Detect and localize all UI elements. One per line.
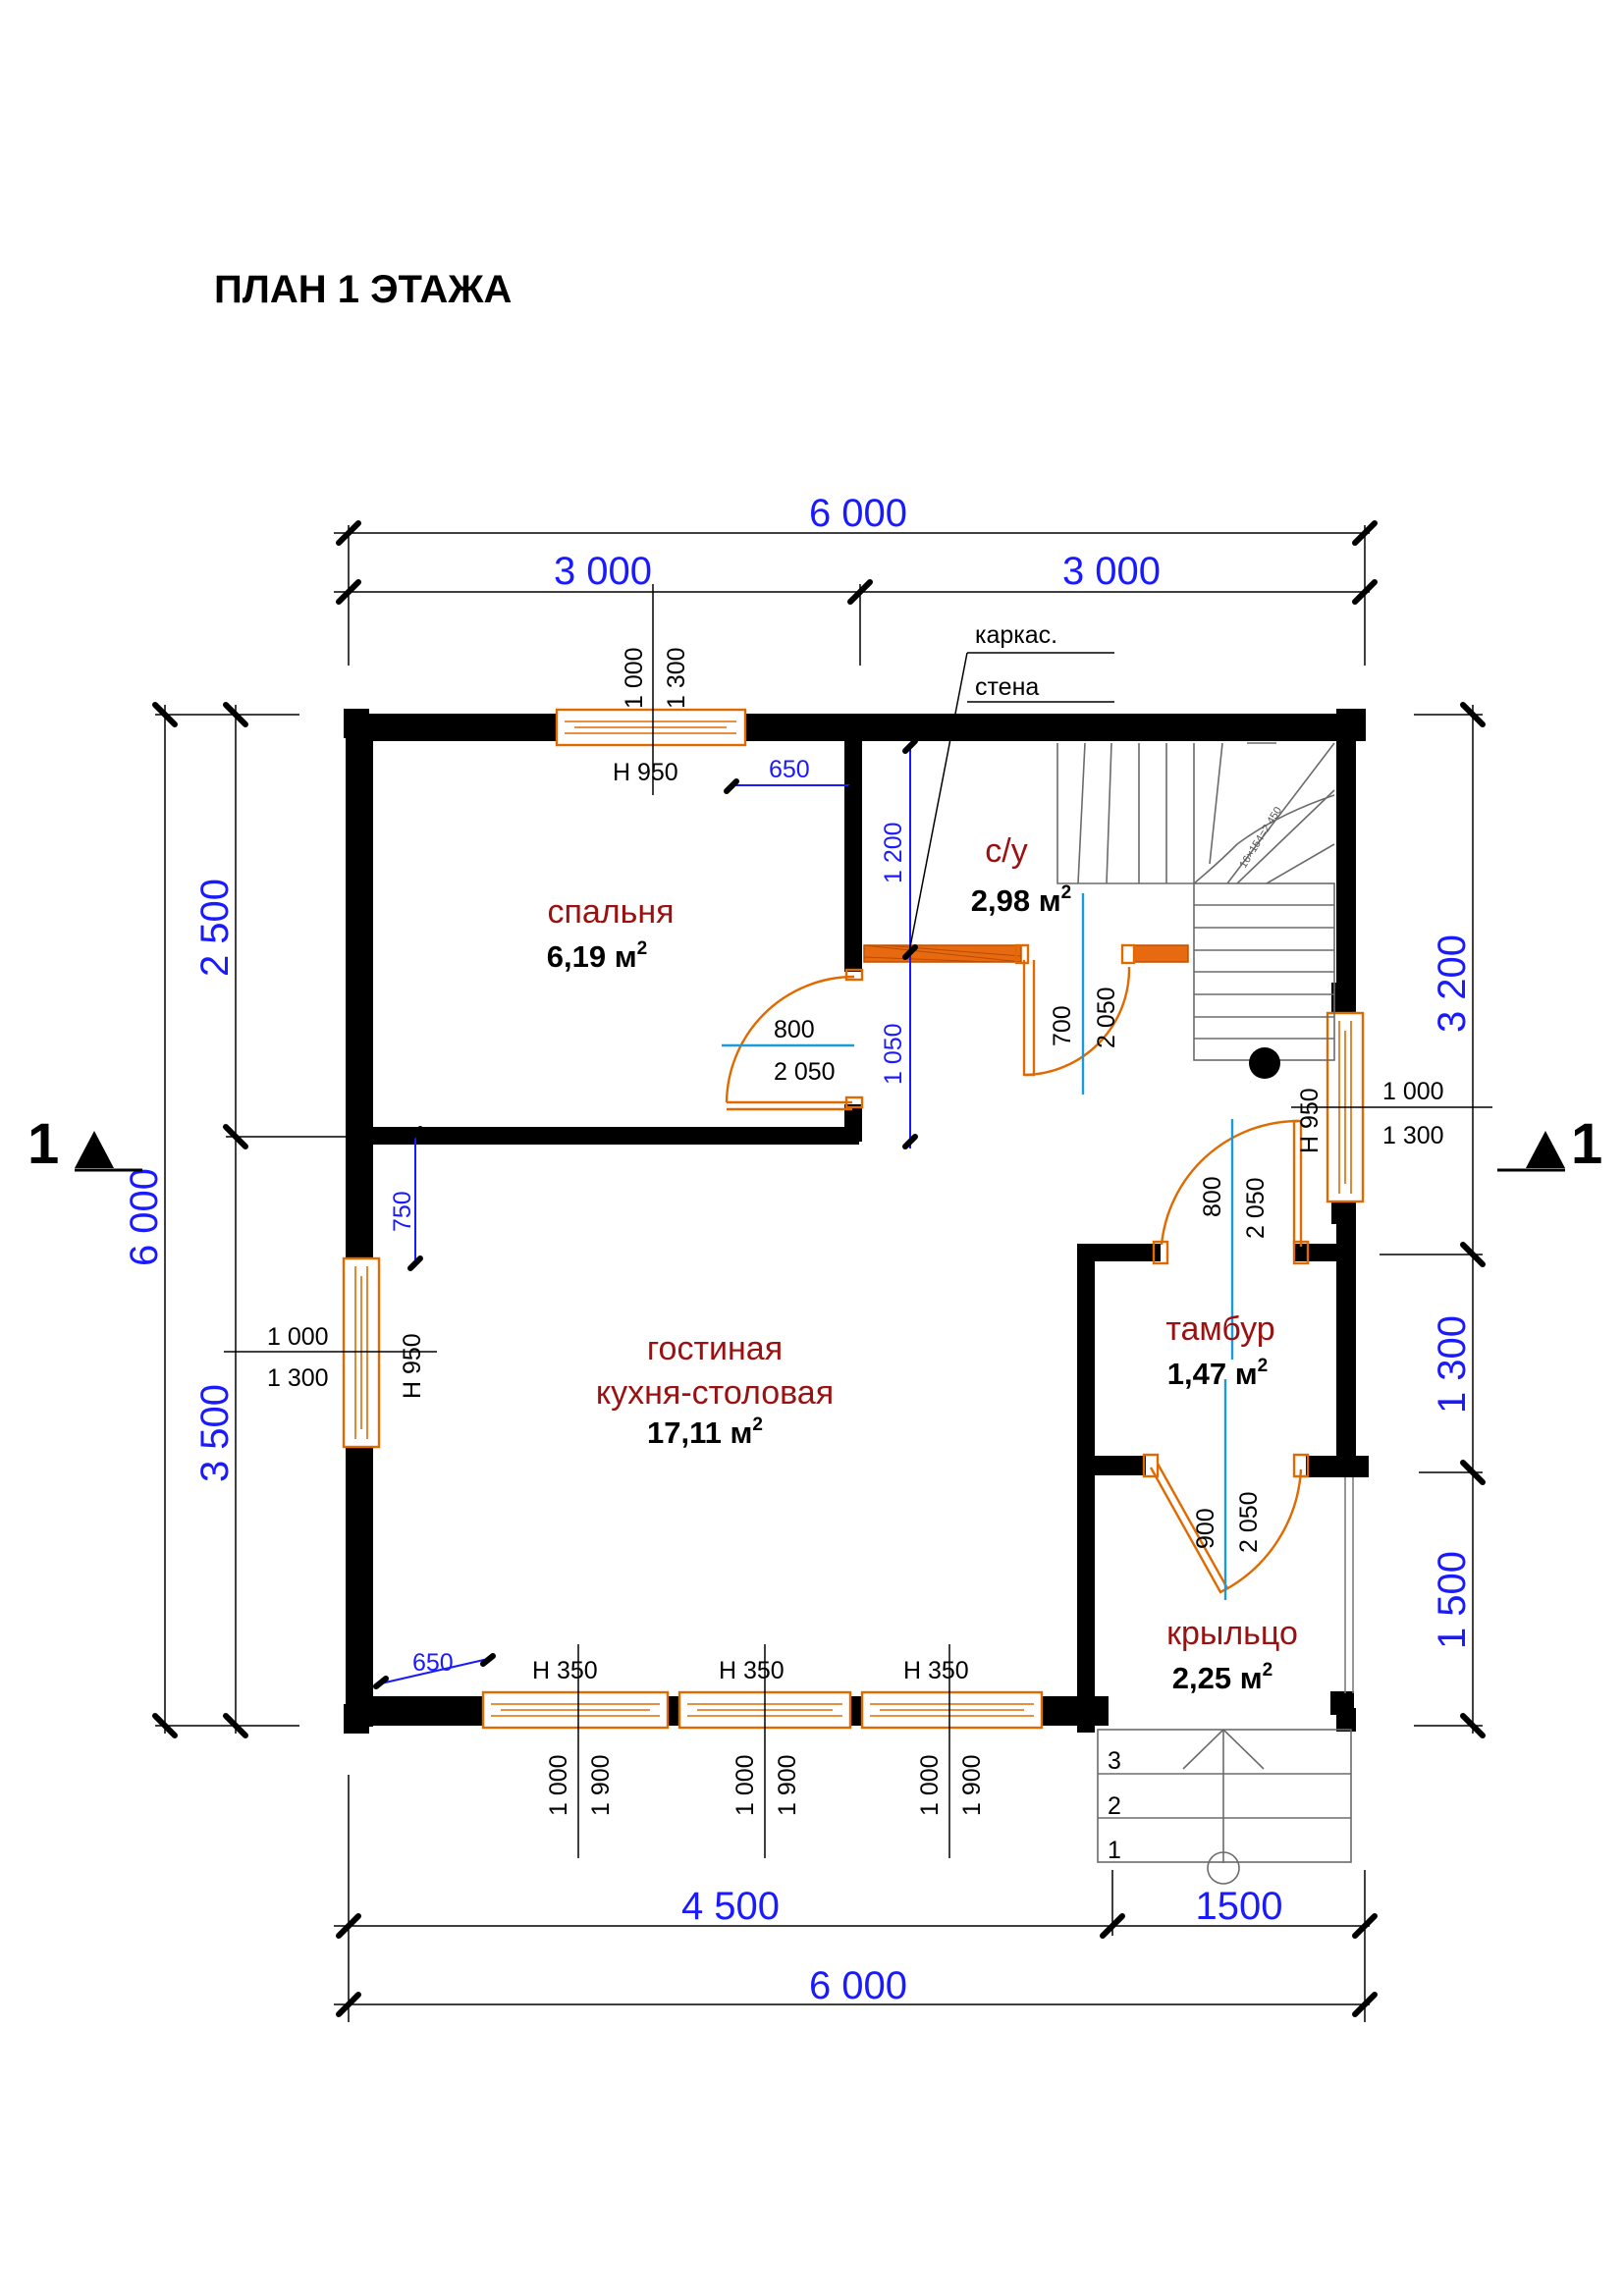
window-left-marks: 1 000 1 300 H 950	[224, 1323, 437, 1399]
porch-posts	[1330, 1477, 1354, 1715]
dim-left-lower: 3 500	[193, 1384, 237, 1482]
svg-text:стена: стена	[975, 673, 1039, 701]
svg-text:2 050: 2 050	[1242, 1177, 1270, 1239]
svg-text:1 050: 1 050	[880, 1023, 907, 1085]
svg-text:H 950: H 950	[1296, 1088, 1324, 1153]
svg-text:6,19 м2: 6,19 м2	[547, 938, 647, 974]
svg-text:750: 750	[389, 1191, 416, 1232]
offset-dimensions: 650 650 750 1 200 1 050	[373, 738, 918, 1689]
bottom-dimensions: 4 500 1500 6 000	[334, 1775, 1378, 2022]
svg-text:1 300: 1 300	[663, 647, 690, 709]
svg-text:2 050: 2 050	[1235, 1491, 1263, 1553]
step-number-2: 2	[1108, 1792, 1121, 1820]
dim-top-left: 3 000	[554, 550, 652, 593]
svg-text:H 350: H 350	[719, 1657, 785, 1684]
svg-text:1 900: 1 900	[774, 1754, 801, 1816]
room-label-living: гостиная кухня-столовая 17,11 м2	[596, 1330, 834, 1450]
dim-bottom-right: 1500	[1196, 1885, 1283, 1928]
svg-text:2,98 м2: 2,98 м2	[971, 882, 1071, 918]
svg-text:1 000: 1 000	[267, 1323, 329, 1351]
porch-steps: 3 2 1	[1097, 1729, 1352, 1885]
svg-text:1 900: 1 900	[958, 1754, 986, 1816]
window-top-marks: 1 000 1 300 H 950	[613, 584, 690, 795]
window-bottom-marks: H 350 H 350 H 350 1 000 1 900 1 000 1 90…	[532, 1644, 986, 1858]
svg-text:H 350: H 350	[532, 1657, 598, 1684]
window-top	[555, 708, 747, 747]
newel-post-icon	[1249, 1047, 1280, 1079]
svg-text:1 200: 1 200	[880, 822, 907, 883]
exterior-walls	[344, 709, 1369, 1734]
room-label-bedroom: спальня 6,19 м2	[547, 893, 675, 974]
dim-top-total: 6 000	[809, 492, 907, 535]
window-bottom-1	[481, 1690, 670, 1730]
svg-text:2 050: 2 050	[774, 1058, 836, 1086]
room-label-wc: с/у 2,98 м2	[971, 832, 1071, 918]
window-bottom-3	[860, 1690, 1044, 1730]
door-vestibule	[1152, 1119, 1310, 1265]
window-left	[342, 1256, 381, 1449]
plan-title: ПЛАН 1 ЭТАЖА	[214, 268, 512, 311]
svg-text:900: 900	[1192, 1508, 1219, 1549]
svg-text:кухня-столовая: кухня-столовая	[596, 1374, 834, 1412]
svg-text:1 000: 1 000	[1382, 1078, 1444, 1105]
dim-left-upper: 2 500	[193, 879, 237, 977]
svg-text:1 300: 1 300	[1382, 1122, 1444, 1149]
top-dimensions: 6 000 3 000 3 000	[334, 492, 1378, 666]
dim-left-total: 6 000	[123, 1168, 166, 1266]
svg-text:1: 1	[27, 1112, 59, 1176]
svg-text:2,25 м2: 2,25 м2	[1172, 1660, 1272, 1695]
svg-text:800: 800	[774, 1016, 815, 1043]
door-dimensions: 800 2 050 700 2 050 800 2 050 900 2 050	[722, 893, 1270, 1600]
step-number-3: 3	[1108, 1747, 1121, 1775]
door-wc	[1014, 943, 1136, 1077]
svg-text:2 050: 2 050	[1093, 987, 1120, 1048]
dim-top-right: 3 000	[1062, 550, 1161, 593]
dim-right-upper: 3 200	[1431, 934, 1474, 1033]
right-dimensions: 3 200 1 300 1 500	[1380, 702, 1486, 1738]
svg-text:650: 650	[412, 1649, 454, 1677]
svg-text:тамбур: тамбур	[1165, 1310, 1274, 1348]
dim-right-lower: 1 500	[1431, 1551, 1474, 1649]
svg-text:гостиная: гостиная	[647, 1330, 783, 1367]
svg-text:H 950: H 950	[399, 1333, 426, 1399]
svg-text:1 000: 1 000	[916, 1754, 944, 1816]
window-right-marks: 1 000 1 300 H 950	[1291, 1078, 1492, 1153]
room-label-vestibule: тамбур 1,47 м2	[1165, 1310, 1274, 1391]
svg-text:700: 700	[1049, 1005, 1076, 1046]
svg-text:1 300: 1 300	[267, 1364, 329, 1392]
section-marker-left: 1	[27, 1112, 142, 1176]
dim-bottom-total: 6 000	[809, 1964, 907, 2007]
dim-right-middle: 1 300	[1431, 1315, 1474, 1414]
svg-text:800: 800	[1199, 1176, 1226, 1217]
svg-text:спальня: спальня	[547, 893, 674, 931]
svg-text:17,11 м2: 17,11 м2	[647, 1415, 763, 1450]
interior-walls	[373, 741, 1356, 1733]
frame-wall-callout: каркас. стена	[907, 621, 1114, 958]
svg-text:1: 1	[1571, 1112, 1602, 1176]
svg-text:650: 650	[769, 756, 810, 783]
svg-text:1 000: 1 000	[621, 647, 648, 709]
door-bedroom	[725, 968, 864, 1111]
svg-text:каркас.: каркас.	[975, 621, 1057, 649]
svg-text:H 350: H 350	[903, 1657, 969, 1684]
svg-text:H 950: H 950	[613, 759, 678, 786]
section-marker-right: 1	[1497, 1112, 1602, 1176]
svg-text:1 000: 1 000	[731, 1754, 759, 1816]
svg-text:крыльцо: крыльцо	[1166, 1615, 1298, 1652]
svg-text:1 000: 1 000	[545, 1754, 572, 1816]
svg-text:с/у: с/у	[985, 832, 1027, 870]
door-porch	[1142, 1453, 1310, 1594]
left-dimensions: 6 000 2 500 3 500	[123, 702, 378, 1738]
svg-text:1,47 м2: 1,47 м2	[1167, 1356, 1268, 1391]
step-number-1: 1	[1108, 1837, 1121, 1864]
svg-text:1 900: 1 900	[587, 1754, 615, 1816]
room-label-porch: крыльцо 2,25 м2	[1166, 1615, 1298, 1695]
dim-bottom-left: 4 500	[681, 1885, 780, 1928]
